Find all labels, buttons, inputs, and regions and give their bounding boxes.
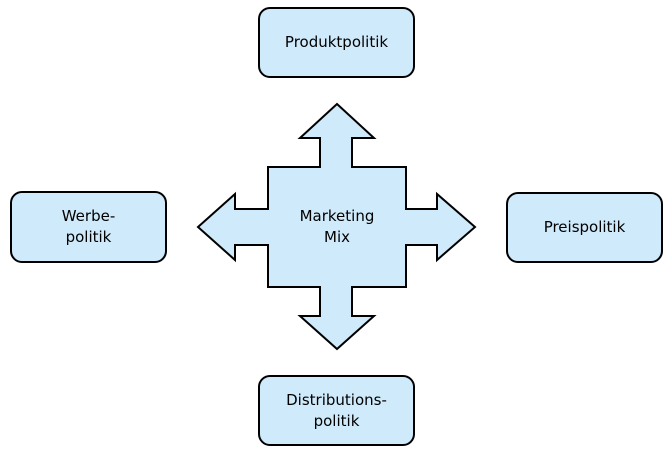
node-werbepolitik: Werbe- politik: [10, 191, 167, 263]
node-produktpolitik: Produktpolitik: [258, 7, 415, 78]
node-distributionspolitik: Distributions- politik: [258, 375, 415, 446]
four-way-arrow-polygon: [196, 102, 477, 351]
center-label-marketing-mix: Marketing Mix: [299, 207, 375, 246]
node-preispolitik: Preispolitik: [506, 192, 663, 263]
